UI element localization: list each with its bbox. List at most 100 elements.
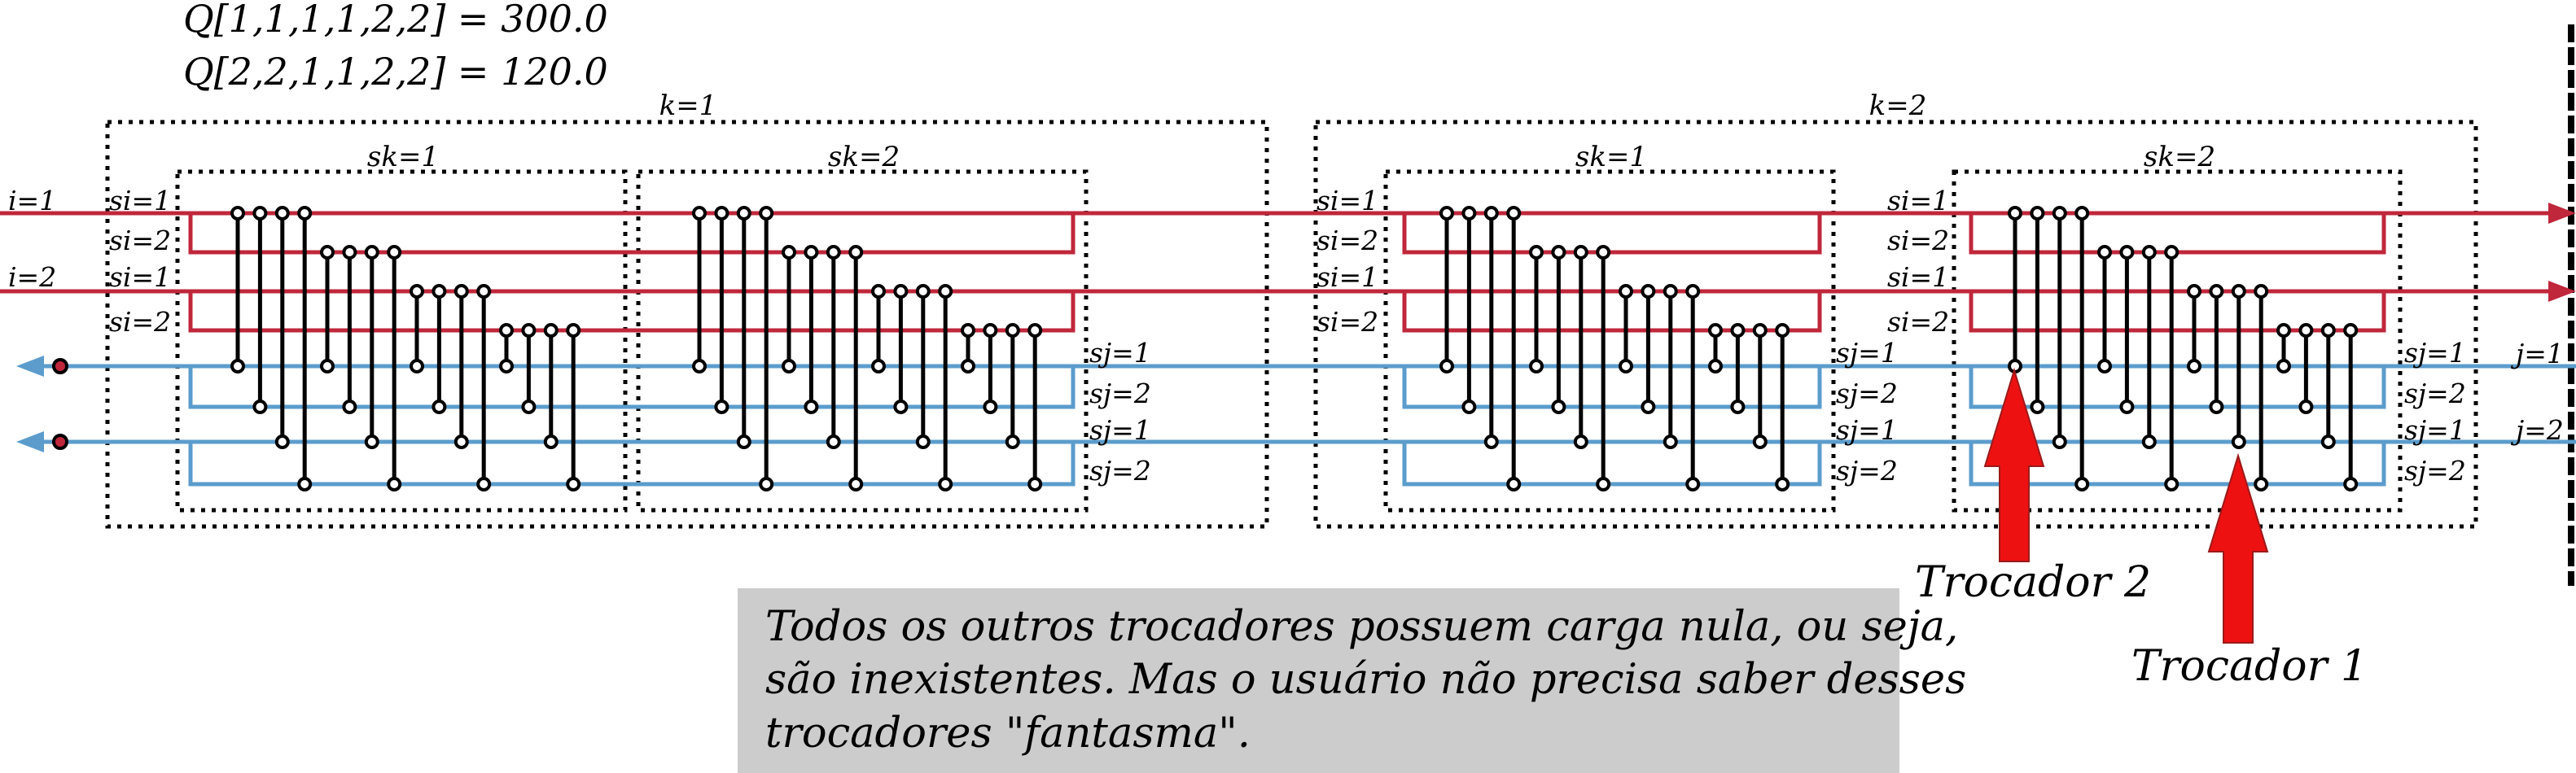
substage-box <box>1383 169 1836 513</box>
hot-substream-branch <box>188 291 1076 333</box>
hot-substream-label: si=1 <box>1316 185 1378 216</box>
exchanger-node <box>342 245 357 260</box>
callout-arrow <box>1983 367 2045 562</box>
exchanger-node <box>499 323 514 338</box>
hot-substream-branch <box>1969 291 2386 333</box>
exchanger-node <box>432 284 447 299</box>
cold-substream-label: sj=1 <box>1089 414 1151 446</box>
exchanger-node <box>320 359 335 373</box>
callout-arrow <box>2207 452 2269 644</box>
hot-substream-label: si=2 <box>1316 306 1378 338</box>
exchanger-node <box>893 284 909 299</box>
cold-substream-branch <box>188 442 1076 487</box>
callout-trocador-1: Trocador 1 <box>2131 642 2368 691</box>
hot-substream-branch <box>1402 213 1822 255</box>
exchanger-node <box>252 206 268 221</box>
cold-substream-label: sj=1 <box>1836 414 1898 446</box>
hot-substream-label: si=1 <box>1316 261 1378 293</box>
exchanger-node <box>961 323 975 338</box>
exchanger-node <box>1685 477 1701 491</box>
exchanger-node <box>2343 323 2359 338</box>
exchanger-node <box>499 359 514 373</box>
cold-substream-branch <box>188 366 1076 409</box>
exchanger-node <box>804 245 819 260</box>
exchanger-node <box>476 284 492 299</box>
exchanger-node <box>543 323 559 338</box>
cold-stream-label: j=2 <box>2510 414 2564 446</box>
cold-substream-label: sj=1 <box>2404 337 2466 369</box>
cold-substream-label: sj=1 <box>2404 414 2466 446</box>
exchanger-node <box>871 359 886 373</box>
exchanger-node <box>2209 400 2224 414</box>
exchanger-node <box>714 206 729 221</box>
exchanger-node <box>2298 400 2314 414</box>
hot-substream-branch <box>1402 291 1822 333</box>
exchanger-node <box>915 435 931 449</box>
exchanger-node <box>692 206 707 221</box>
exchanger-node <box>2141 245 2157 260</box>
exchanger-node <box>1752 435 1768 449</box>
exchanger-node <box>1005 323 1020 338</box>
exchanger-node <box>1685 284 1701 299</box>
cold-substream-branch <box>1402 366 1822 409</box>
exchanger-node <box>1619 359 1633 373</box>
substage-label: sk=1 <box>1575 141 1647 173</box>
exchanger-node <box>983 400 998 414</box>
cold-stream-endpoint <box>52 434 68 450</box>
substage-box <box>175 169 628 513</box>
exchanger-node <box>1708 359 1723 373</box>
hot-substream-label: si=2 <box>109 225 171 256</box>
exchanger-node <box>915 284 931 299</box>
hot-stream-label: i=2 <box>8 261 56 293</box>
exchanger-node <box>1439 206 1454 221</box>
cold-substream-label: sj=1 <box>1836 337 1898 369</box>
cold-substream-label: sj=2 <box>2404 455 2466 487</box>
exchanger-node <box>1529 245 1544 260</box>
hot-substream-label: si=1 <box>1887 185 1949 216</box>
exchanger-node <box>230 359 245 373</box>
hot-substream-label: si=2 <box>1316 225 1378 256</box>
exchanger-node <box>2187 284 2201 299</box>
cold-substream-label: sj=2 <box>1089 455 1151 487</box>
exchanger-node <box>1506 477 1522 491</box>
exchanger-node <box>1663 435 1678 449</box>
hot-substream-branch <box>188 213 1076 255</box>
exchanger-node <box>938 477 953 491</box>
exchanger-node <box>1483 435 1499 449</box>
exchanger-node <box>1663 284 1678 299</box>
q-value-1: Q[1,1,1,1,2,2] = 300.0 <box>183 0 608 41</box>
exchanger-node <box>871 284 886 299</box>
hot-substream-label: si=1 <box>109 261 171 293</box>
cold-stream-endpoint <box>52 358 68 374</box>
exchanger-node <box>1483 206 1499 221</box>
note-box <box>738 588 1899 773</box>
exchanger-node <box>364 245 379 260</box>
exchanger-node <box>1730 323 1746 338</box>
hot-substream-label: si=2 <box>1887 225 1949 256</box>
exchanger-node <box>476 477 492 491</box>
cold-substream-label: sj=2 <box>2404 378 2466 409</box>
hot-substream-label: si=2 <box>109 306 171 338</box>
substage-label: sk=2 <box>828 141 900 173</box>
exchanger-node <box>759 206 774 221</box>
cold-substream-label: sj=2 <box>1836 378 1898 409</box>
exchanger-node <box>1775 477 1790 491</box>
stage-boxes <box>105 24 2574 773</box>
exchanger-node <box>342 400 357 414</box>
exchanger-node <box>848 245 864 260</box>
exchanger-node <box>453 435 469 449</box>
exchanger-node <box>274 435 290 449</box>
exchanger-node <box>1596 477 1611 491</box>
exchanger-node <box>364 435 379 449</box>
exchanger-node <box>252 400 268 414</box>
exchanger-node <box>1573 435 1588 449</box>
hot-substream-label: si=2 <box>1887 306 1949 338</box>
exchanger-node <box>1027 477 1043 491</box>
exchanger-node <box>2097 245 2112 260</box>
exchanger-node <box>274 206 290 221</box>
exchanger-node <box>736 435 751 449</box>
hot-substream-label: si=1 <box>109 185 171 216</box>
exchanger-node <box>2074 477 2090 491</box>
exchanger-node <box>432 400 447 414</box>
hot-stream-label: i=1 <box>8 185 56 216</box>
